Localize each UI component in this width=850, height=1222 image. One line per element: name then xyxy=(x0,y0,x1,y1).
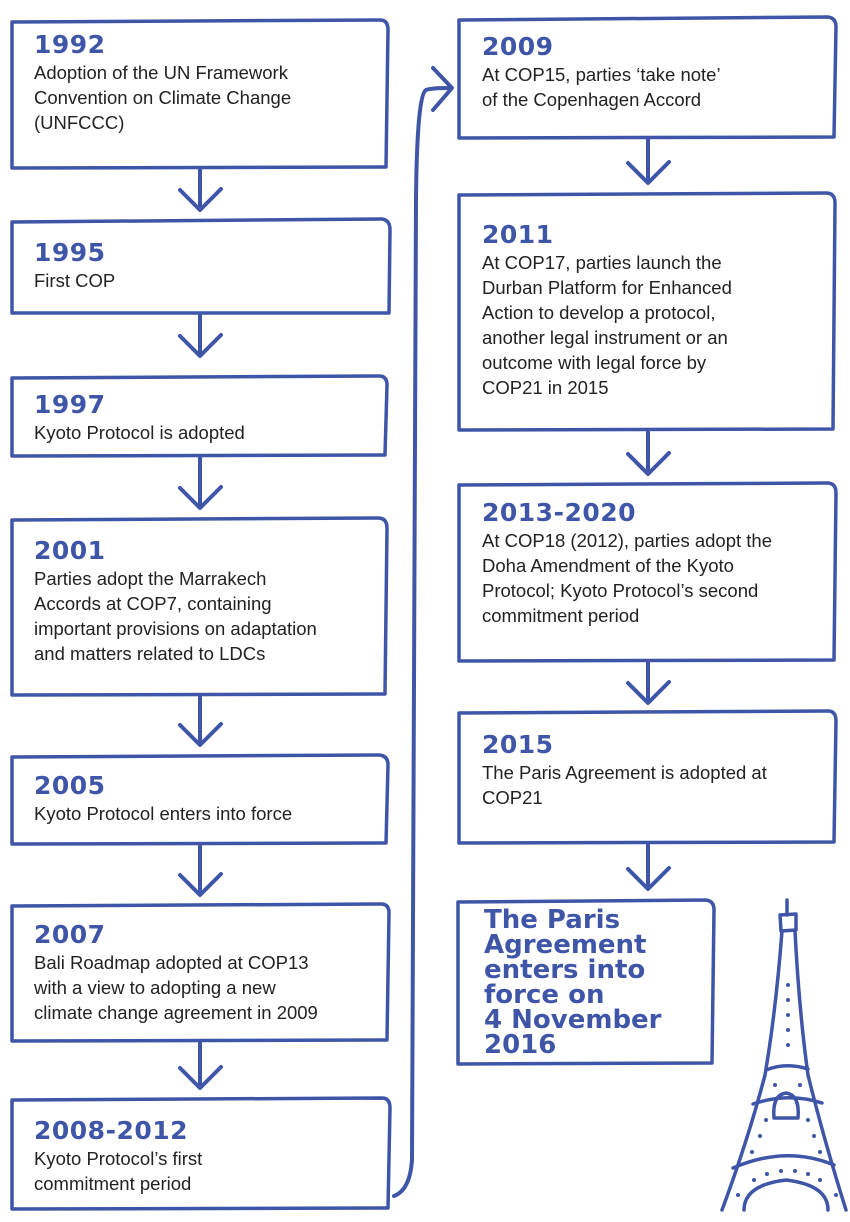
down-arrow-icon xyxy=(178,1041,223,1090)
event-description: Adoption of the UN Framework Convention … xyxy=(34,62,292,133)
event-2007: 2007 Bali Roadmap adopted at COP13 with … xyxy=(34,920,379,1025)
event-box-2011 xyxy=(457,191,837,432)
connector-arrowhead xyxy=(431,66,454,112)
event-description: First COP xyxy=(34,270,116,291)
final-event-text: The Paris Agreement enters into force on… xyxy=(484,905,662,1060)
down-arrow-icon xyxy=(178,168,223,212)
event-year: 2013-2020 xyxy=(482,498,637,527)
event-year: 2005 xyxy=(34,771,106,800)
event-box-final xyxy=(456,898,716,1066)
event-description: At COP15, parties ‘take note’ of the Cop… xyxy=(482,64,721,110)
event-2005: 2005 Kyoto Protocol enters into force xyxy=(34,771,379,826)
event-year: 2011 xyxy=(482,220,554,249)
event-box-1992 xyxy=(10,18,390,170)
down-arrow-icon xyxy=(626,430,671,476)
event-box-2007 xyxy=(10,902,391,1043)
event-description: Kyoto Protocol is adopted xyxy=(34,422,245,443)
eiffel-tower-icon xyxy=(720,898,848,1212)
event-2011: 2011 At COP17, parties launch the Durban… xyxy=(482,220,827,400)
event-2001: 2001 Parties adopt the Marrakech Accords… xyxy=(34,536,379,666)
event-box-2005 xyxy=(10,753,390,846)
event-2013-2020: 2013-2020 At COP18 (2012), parties adopt… xyxy=(482,498,830,628)
event-year: 2008-2012 xyxy=(34,1116,189,1145)
down-arrow-icon xyxy=(178,456,223,510)
event-box-1997 xyxy=(10,374,389,458)
event-box-2008-2012 xyxy=(10,1096,392,1211)
event-description: The Paris Agreement is adopted at COP21 xyxy=(482,762,767,808)
down-arrow-icon xyxy=(626,843,671,891)
event-year: 2009 xyxy=(482,32,554,61)
event-description: Kyoto Protocol’s first commitment period xyxy=(34,1148,203,1194)
event-year: 1997 xyxy=(34,390,106,419)
event-box-2001 xyxy=(10,516,389,697)
event-description: Parties adopt the Marrakech Accords at C… xyxy=(34,568,317,664)
event-1997: 1997 Kyoto Protocol is adopted xyxy=(34,390,379,445)
event-2009: 2009 At COP15, parties ‘take note’ of th… xyxy=(482,32,827,112)
down-arrow-icon xyxy=(626,661,671,705)
event-1995: 1995 First COP xyxy=(34,238,379,293)
event-box-2015 xyxy=(457,709,838,845)
event-year: 1992 xyxy=(34,30,106,59)
event-box-2013-2020 xyxy=(457,481,838,663)
down-arrow-icon xyxy=(626,138,671,185)
event-year: 1995 xyxy=(34,238,106,267)
down-arrow-icon xyxy=(178,844,223,897)
event-description: At COP17, parties launch the Durban Plat… xyxy=(482,252,732,398)
event-2015: 2015 The Paris Agreement is adopted at C… xyxy=(482,730,827,810)
event-description: Bali Roadmap adopted at COP13 with a vie… xyxy=(34,952,318,1023)
event-year: 2001 xyxy=(34,536,106,565)
down-arrow-icon xyxy=(178,695,223,747)
event-description: At COP18 (2012), parties adopt the Doha … xyxy=(482,530,773,626)
down-arrow-icon xyxy=(178,313,223,358)
event-box-2009 xyxy=(457,15,838,140)
event-year: 2015 xyxy=(482,730,554,759)
event-description: Kyoto Protocol enters into force xyxy=(34,803,293,824)
event-box-1995 xyxy=(10,217,392,315)
event-year: 2007 xyxy=(34,920,106,949)
event-1992: 1992 Adoption of the UN Framework Conven… xyxy=(34,30,379,135)
connector-arrow xyxy=(392,86,452,1198)
event-2008-2012: 2008-2012 Kyoto Protocol’s first commitm… xyxy=(34,1116,379,1196)
